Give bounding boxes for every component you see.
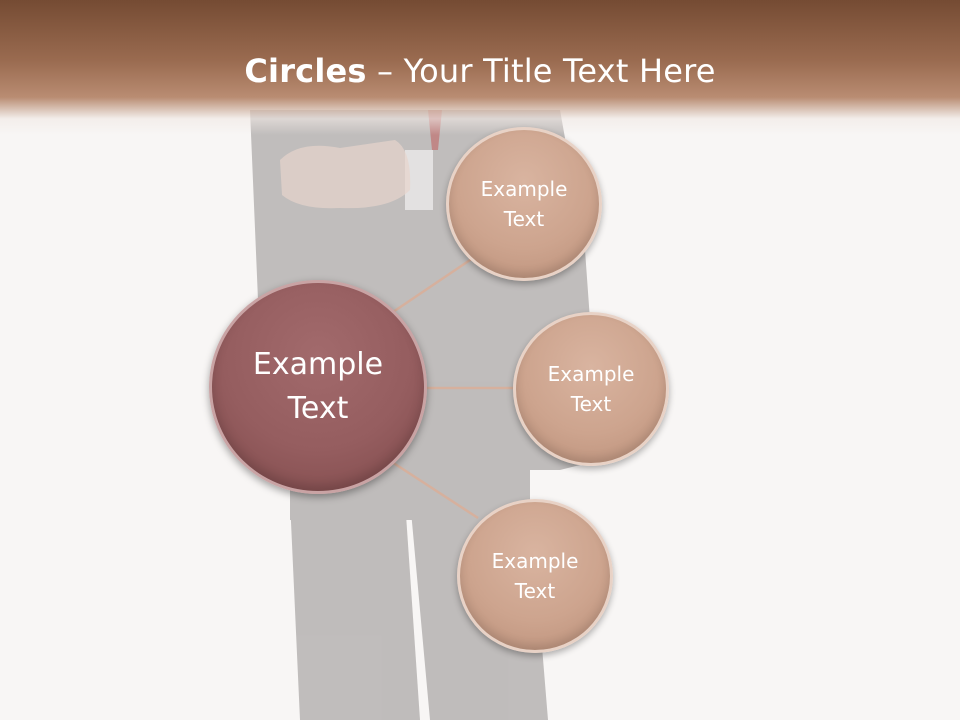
satellite-circle-text: Example Text [480, 177, 568, 231]
slide-title: Circles – Your Title Text Here [0, 52, 960, 90]
title-bold: Circles [244, 52, 367, 90]
title-rest: – Your Title Text Here [366, 52, 716, 90]
connector-line-top [389, 254, 477, 316]
connector-line-bottom [391, 460, 479, 520]
satellite-circle-text: Example Text [547, 362, 635, 416]
title-band [0, 0, 960, 135]
satellite-circle-middle[interactable]: Example Text [513, 312, 669, 466]
satellite-circle-text: Example Text [491, 549, 579, 603]
satellite-circle-bottom[interactable]: Example Text [457, 499, 613, 653]
main-circle[interactable]: Example Text [209, 280, 427, 494]
satellite-circle-top[interactable]: Example Text [446, 127, 602, 281]
main-circle-text: Example Text [252, 347, 384, 426]
